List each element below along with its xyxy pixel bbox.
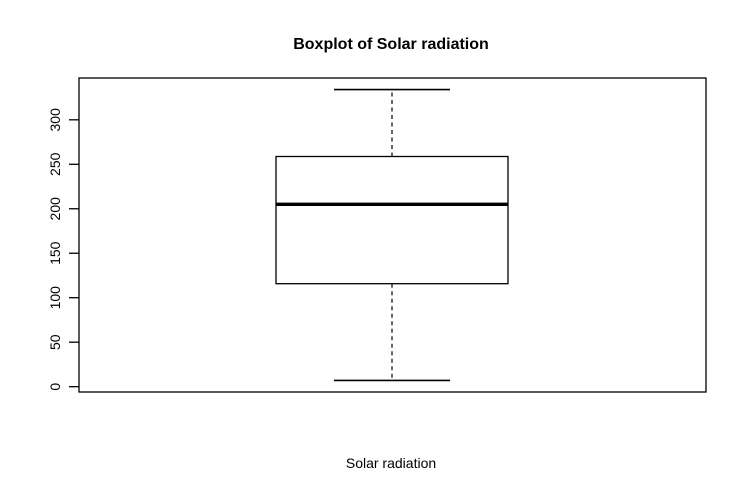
y-axis: 0 50 100 150 200 250 300 — [47, 108, 79, 391]
x-axis-label: Solar radiation — [346, 455, 436, 471]
y-tick-label: 150 — [47, 241, 63, 265]
y-tick-label: 200 — [47, 197, 63, 221]
iqr-box — [275, 155, 509, 285]
boxplot — [275, 88, 509, 382]
plot-border — [78, 77, 707, 393]
y-tick-label: 250 — [47, 152, 63, 176]
y-tick-label: 300 — [47, 108, 63, 132]
y-tick-label: 50 — [47, 334, 63, 350]
y-tick-label: 100 — [47, 286, 63, 310]
chart-title: Boxplot of Solar radiation — [293, 36, 489, 53]
y-tick-label: 0 — [47, 383, 63, 391]
